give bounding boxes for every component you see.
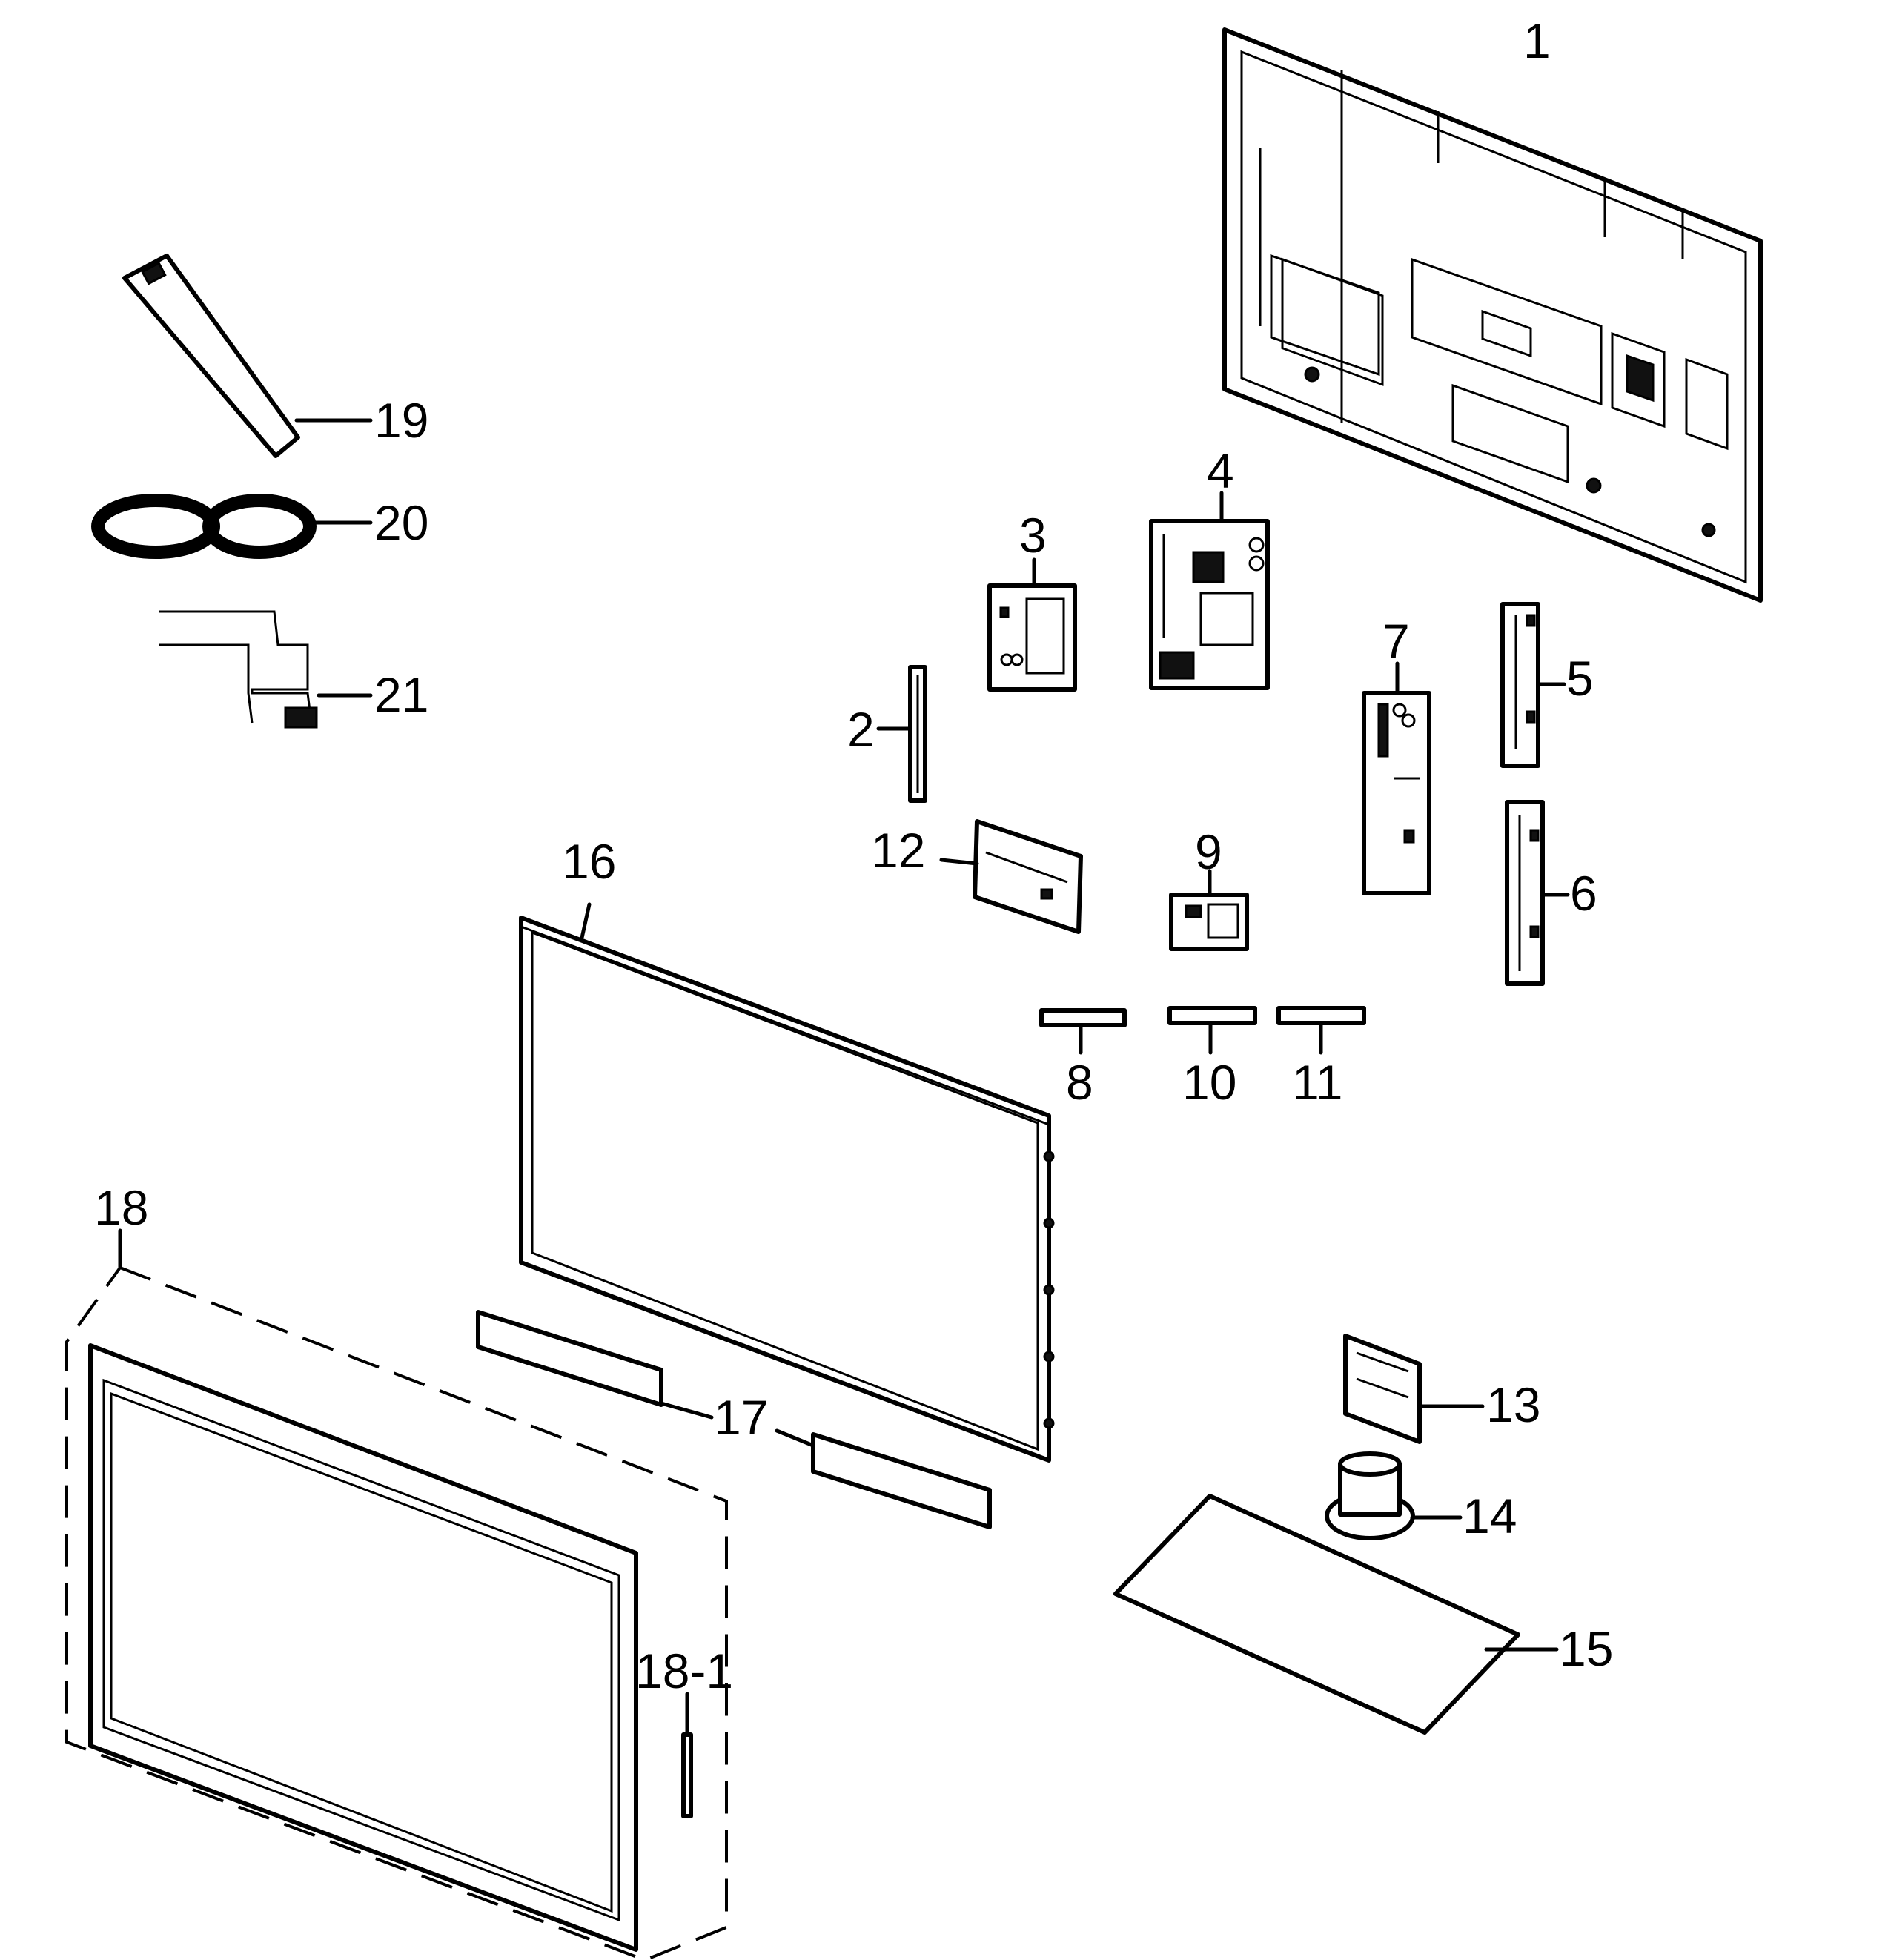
part-18-1-bar: [681, 1692, 693, 1818]
part-3-board: [987, 557, 1077, 692]
label-5: 5: [1566, 651, 1594, 706]
label-10: 10: [1182, 1055, 1236, 1110]
label-20: 20: [374, 495, 428, 550]
label-9: 9: [1195, 824, 1222, 879]
part-19-remote: [122, 254, 373, 458]
label-1: 1: [1523, 13, 1551, 68]
part-labels: 1 2 3 4 5 6 7 8 9 10 11 12 13 14 15 16 1…: [94, 13, 1613, 1698]
part-8-bar: [1039, 1008, 1127, 1055]
part-1-rear-cover: [1222, 27, 1763, 603]
part-20-cable: [91, 494, 373, 559]
label-18-1: 18-1: [635, 1643, 733, 1698]
part-7-board: [1362, 661, 1431, 895]
label-13: 13: [1486, 1377, 1540, 1432]
part-13-stand-neck: [1343, 1334, 1485, 1444]
part-16-panel: [519, 902, 1055, 1463]
label-15: 15: [1559, 1621, 1613, 1676]
label-17: 17: [714, 1390, 768, 1445]
part-15-stand-base: [1113, 1494, 1559, 1735]
label-19: 19: [374, 393, 428, 448]
part-2-board: [876, 665, 927, 803]
part-17-speakers: [476, 1310, 992, 1529]
label-4: 4: [1207, 443, 1234, 498]
part-21-ribbon: [159, 610, 373, 729]
part-18-front-bezel: [65, 1228, 728, 1960]
part-6-board: [1505, 800, 1570, 986]
part-12-board: [939, 819, 1083, 934]
label-16: 16: [562, 834, 616, 889]
part-14-stand-guide: [1325, 1451, 1463, 1540]
label-6: 6: [1570, 866, 1597, 921]
label-18: 18: [94, 1180, 148, 1235]
label-3: 3: [1019, 508, 1047, 563]
part-11-bar: [1276, 1006, 1366, 1055]
part-4-main-board: [1149, 491, 1270, 690]
label-2: 2: [847, 702, 875, 757]
label-11: 11: [1292, 1055, 1343, 1110]
label-21: 21: [374, 667, 428, 722]
part-9-board: [1169, 869, 1249, 951]
label-12: 12: [871, 823, 925, 878]
label-8: 8: [1066, 1055, 1093, 1110]
label-14: 14: [1463, 1489, 1517, 1543]
label-7: 7: [1382, 614, 1410, 669]
part-5-board: [1500, 602, 1566, 768]
part-10-bar: [1167, 1006, 1257, 1055]
